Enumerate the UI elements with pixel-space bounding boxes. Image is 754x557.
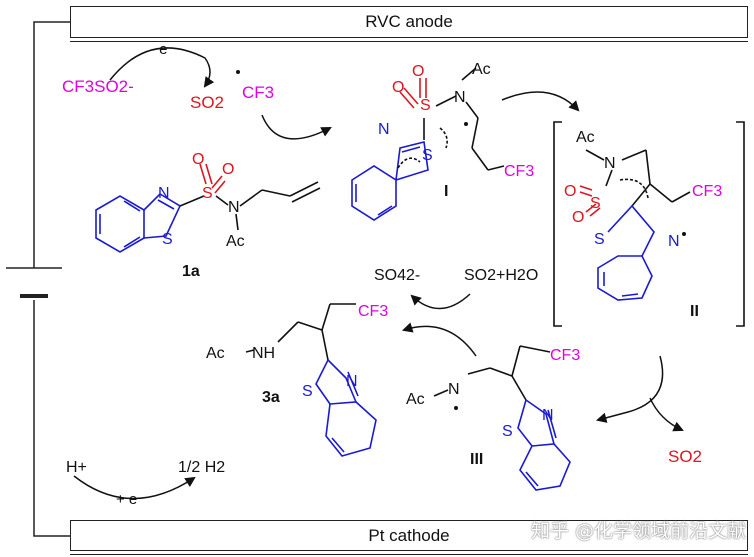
cf3-III: CF3	[550, 347, 580, 364]
triflinate-anion: CF3SO2-	[62, 77, 134, 96]
n-1a: N	[158, 185, 170, 202]
pt-cathode: Pt cathode	[70, 520, 748, 555]
curved-arrow-icon	[595, 355, 684, 432]
n-ring-3a: N	[346, 373, 358, 390]
s-ring-III: S	[502, 423, 513, 440]
s-ring-I: S	[422, 147, 433, 164]
ac-1a: Ac	[226, 233, 245, 250]
cf3-I: CF3	[504, 163, 534, 180]
n-I: N	[378, 121, 390, 138]
radical-dot-icon	[682, 232, 686, 236]
curved-arrow-icon	[501, 91, 580, 112]
nh-3a: NH	[252, 345, 275, 362]
o1-1a: O	[192, 151, 204, 168]
hydrogen: 1/2 H2	[178, 459, 225, 476]
o1-II: O	[564, 183, 576, 200]
label-1a: 1a	[182, 263, 200, 280]
radical-dot-icon	[464, 122, 468, 126]
n-ring-III: N	[542, 407, 554, 424]
radical-dot-icon	[454, 406, 458, 410]
product-3a-structure	[245, 303, 377, 457]
s-sulfonyl-II: S	[590, 195, 601, 212]
ac-II: Ac	[576, 129, 595, 146]
n-ring-II: N	[668, 233, 680, 250]
label-II: II	[690, 303, 699, 320]
so2-extruded: SO2	[668, 447, 702, 466]
sulfate: SO42-	[374, 267, 420, 284]
intermediate-II-structure	[579, 149, 691, 301]
intermediate-III-structure	[433, 345, 571, 491]
label-3a: 3a	[262, 389, 280, 406]
s-sulfonyl-I: S	[420, 97, 431, 114]
cf3-3a: CF3	[358, 303, 388, 320]
n-amide-III: N	[448, 381, 460, 398]
o2-I: O	[392, 79, 404, 96]
n-amide-I: N	[454, 89, 466, 106]
battery-icon	[6, 21, 70, 537]
cf3-radical: CF3	[242, 83, 274, 102]
o1-I: O	[412, 63, 424, 80]
proton: H+	[66, 459, 87, 476]
o2-II: O	[572, 209, 584, 226]
cf3-II: CF3	[692, 183, 722, 200]
s-ring-II: S	[594, 231, 605, 248]
ac-3a: Ac	[206, 345, 225, 362]
curved-arrow-icon	[401, 293, 477, 357]
s-ring-3a: S	[302, 383, 313, 400]
radical-dot-icon	[236, 70, 240, 74]
rvc-anode: RVC anode	[70, 6, 748, 42]
label-III: III	[470, 451, 483, 468]
so2-anode: SO2	[190, 93, 224, 112]
intermediate-I-structure	[351, 67, 505, 221]
so2-water: SO2+H2O	[464, 267, 538, 284]
ac-III: Ac	[406, 391, 425, 408]
curved-arrow-icon	[73, 475, 196, 500]
curved-arrow-icon	[109, 47, 332, 140]
anode-electron: - e	[150, 41, 168, 58]
cathode-electron: + e	[116, 491, 137, 508]
s-ring-1a: S	[162, 231, 173, 248]
watermark: 知乎 @化学领域前沿文献	[530, 520, 746, 542]
s-sulfonyl-1a: S	[202, 185, 213, 202]
label-I: I	[444, 183, 448, 200]
n-amide-II: N	[604, 155, 616, 172]
substrate-1a-structure	[95, 163, 321, 253]
o2-1a: O	[222, 161, 234, 178]
bracket-icon	[553, 121, 745, 327]
ac-I: Ac	[472, 61, 491, 78]
n-amide-1a: N	[228, 199, 240, 216]
